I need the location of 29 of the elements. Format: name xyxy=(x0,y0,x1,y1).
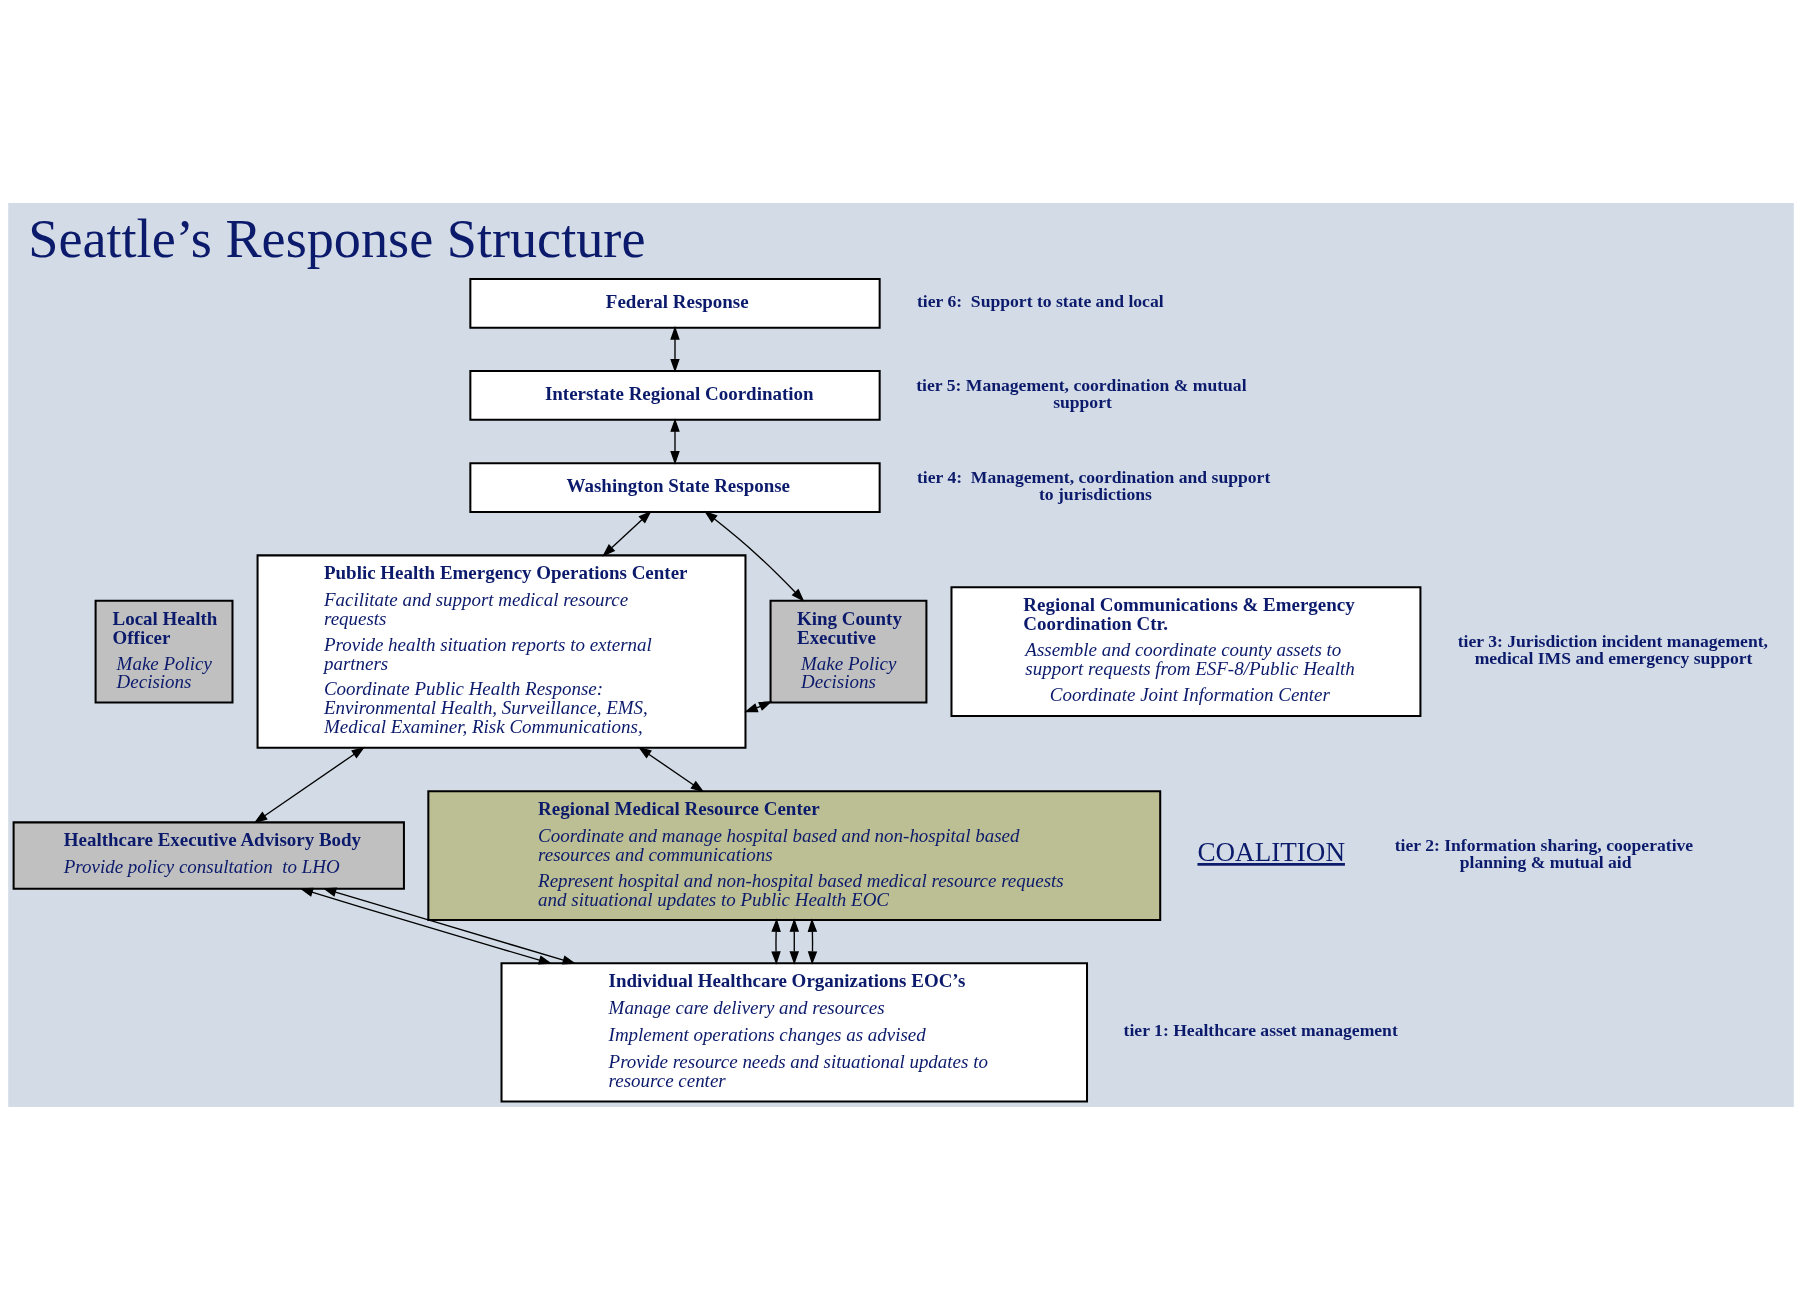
arrow xyxy=(602,510,652,557)
label: tier 6: Support to state and local xyxy=(916,290,1164,311)
arrow xyxy=(299,887,553,965)
label: tier 1: Healthcare asset management xyxy=(1123,1019,1398,1040)
node-box: Regional Communications & Emergency Coordination Ctr. Assemble and coordinate county assets to support requests from ESF-8/Public Health Coordinate Joint Information Center xyxy=(950,585,1422,717)
node-box: King County Executive Make Policy Decisions xyxy=(769,599,928,703)
label: tier 3: Jurisdiction incident management, medical IMS and emergency support xyxy=(1457,630,1768,668)
arrow xyxy=(670,417,680,465)
arrow xyxy=(322,887,577,965)
arrow xyxy=(253,746,365,823)
node-box: Regional Medical Resource Center Coordinate and manage hospital based and non-hospital based resources and communications Represent hospital and non-hospital based medical resource requests and situational updates to Public Health EOC xyxy=(427,789,1162,921)
node-box: Interstate Regional Coordination xyxy=(469,369,881,421)
diagram-title: Seattle’s Response Structure xyxy=(28,208,646,269)
node-box: Individual Healthcare Organizations EOC’s Manage care delivery and resources Implement operations changes as advised Provide resource needs and situational updates to resource center xyxy=(500,961,1089,1103)
node-box: Healthcare Executive Advisory Body Provide policy consultation to LHO xyxy=(12,820,405,890)
label: tier 4: Management, coordination and support to jurisdictions xyxy=(916,466,1271,504)
arrow xyxy=(807,917,818,965)
arrow xyxy=(670,325,680,372)
label: COALITION xyxy=(1197,836,1345,867)
arrow xyxy=(771,917,781,965)
node-box: Federal Response xyxy=(469,277,881,329)
label: tier 2: Information sharing, cooperative planning & mutual aid xyxy=(1394,834,1694,872)
arrow xyxy=(704,510,805,602)
node-box: Local Health Officer Make Policy Decisions xyxy=(94,599,234,703)
label: tier 5: Management, coordination & mutual support xyxy=(916,374,1247,412)
node-box: Public Health Emergency Operations Center Facilitate and support medical resource requests Provide health situation reports to external partners Coordinate Public Health Response: Environmental Health, Surveillance, EMS, Medical Examiner, Risk Communications, xyxy=(256,553,747,749)
arrow xyxy=(638,746,705,792)
node-box: Washington State Response xyxy=(469,461,881,513)
arrow xyxy=(789,917,799,965)
